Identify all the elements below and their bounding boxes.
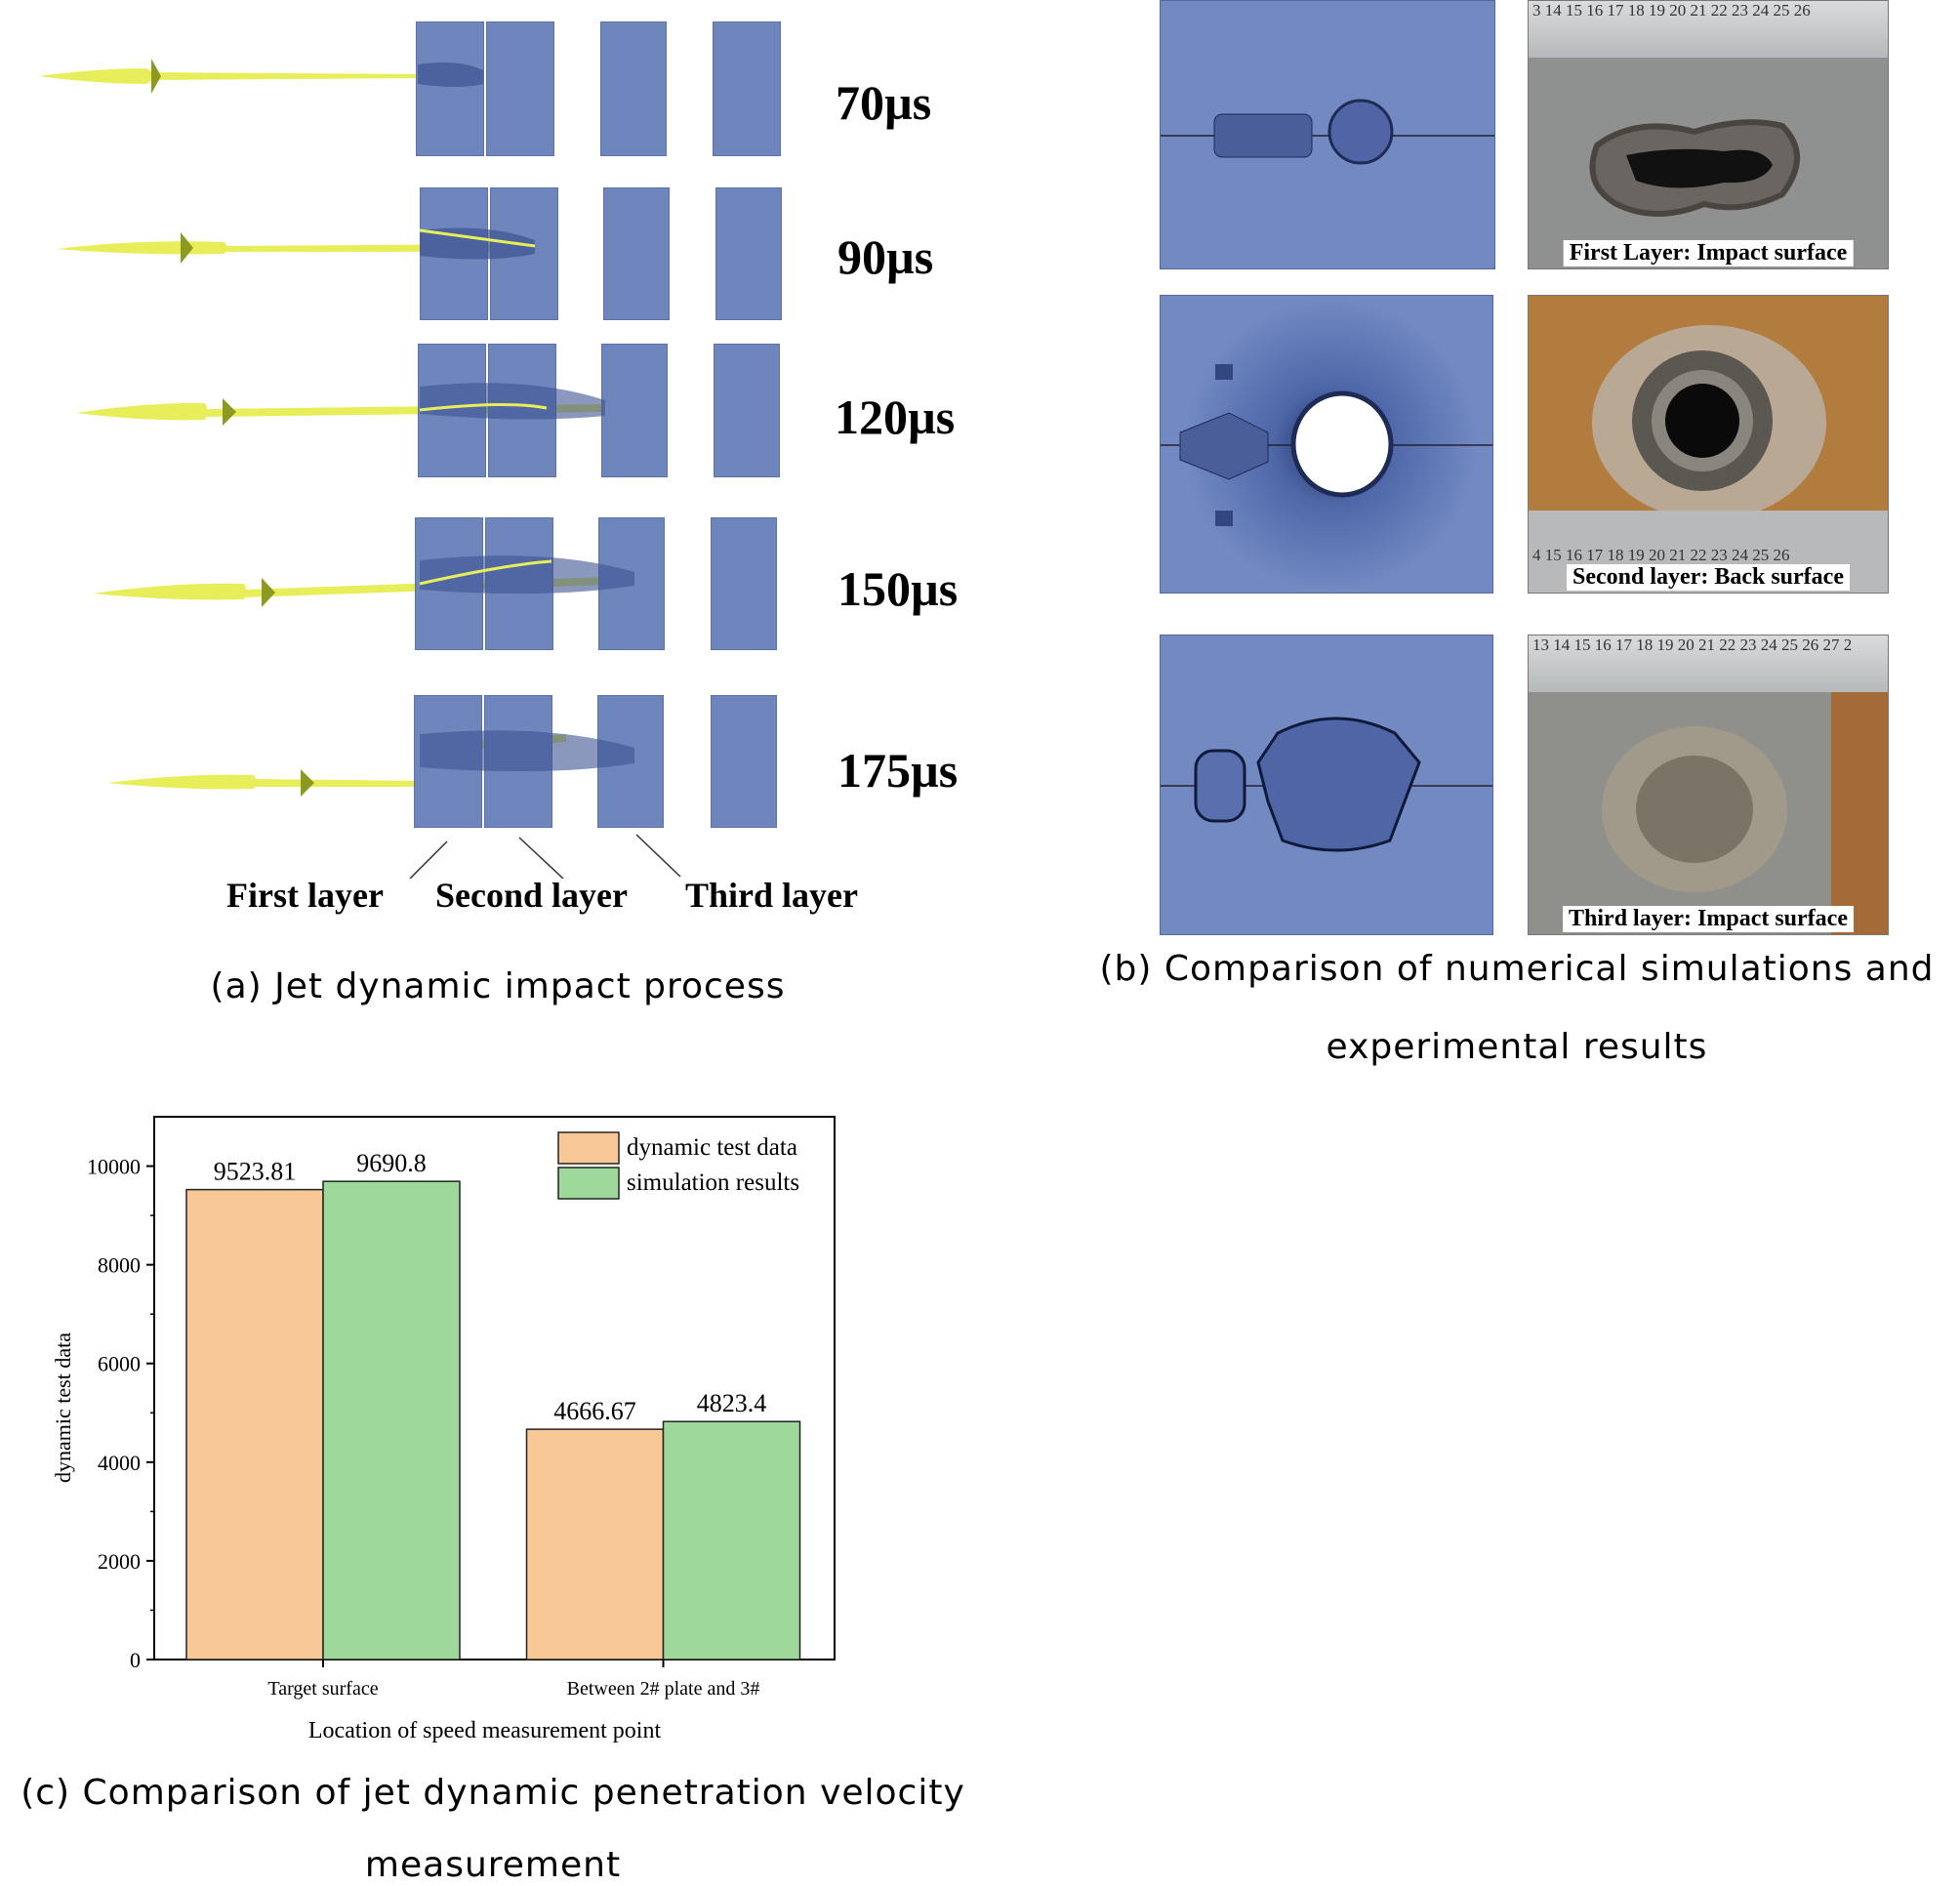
bar bbox=[322, 1180, 461, 1660]
x-axis-label: Location of speed measurement point bbox=[308, 1718, 662, 1743]
plate-third-120us bbox=[601, 344, 668, 477]
time-label-175us: 175µs bbox=[837, 743, 959, 798]
plate-first-120us bbox=[418, 344, 486, 477]
photo-third-layer: 13 14 15 16 17 18 19 20 21 22 23 24 25 2… bbox=[1528, 635, 1889, 935]
simulation-third-layer bbox=[1160, 635, 1493, 935]
plate-fourth-70us bbox=[713, 21, 781, 156]
layer-label-first: First layer bbox=[226, 876, 384, 915]
ruler: 13 14 15 16 17 18 19 20 21 22 23 24 25 2… bbox=[1529, 636, 1888, 692]
caption-panel-b-line1: (b) Comparison of numerical simulations … bbox=[1099, 949, 1935, 989]
y-tick-label: 6000 bbox=[98, 1352, 141, 1376]
caption-panel-c-line2: measurement bbox=[364, 1845, 622, 1885]
plate-fourth-120us bbox=[714, 344, 780, 477]
plate-first-175us bbox=[414, 695, 482, 828]
plate-second-150us bbox=[485, 517, 553, 650]
bar bbox=[525, 1428, 665, 1660]
plate-fourth-175us bbox=[711, 695, 777, 828]
caption-panel-a: (a) Jet dynamic impact process bbox=[210, 966, 786, 1006]
ruler: 3 14 15 16 17 18 19 20 21 22 23 24 25 26 bbox=[1529, 1, 1888, 58]
y-tick-label: 10000 bbox=[87, 1155, 141, 1179]
time-label-150us: 150µs bbox=[837, 561, 959, 616]
y-tick-label: 4000 bbox=[98, 1451, 141, 1475]
bar bbox=[662, 1420, 801, 1660]
caption-panel-c-line1: (c) Comparison of jet dynamic penetratio… bbox=[20, 1773, 965, 1813]
y-tick-label: 0 bbox=[130, 1648, 141, 1672]
photo-label-first-layer: First Layer: Impact surface bbox=[1563, 240, 1854, 266]
data-label: 4666.67 bbox=[553, 1397, 636, 1425]
layer-label-third: Third layer bbox=[685, 876, 858, 915]
simulation-first-layer bbox=[1160, 0, 1495, 269]
time-label-70us: 70µs bbox=[836, 75, 932, 130]
x-tick-label: Target surface bbox=[267, 1678, 378, 1700]
legend-entry: dynamic test data bbox=[627, 1134, 797, 1161]
y-tick-label: 8000 bbox=[98, 1253, 141, 1278]
data-label: 4823.4 bbox=[697, 1389, 767, 1417]
layer-label-second: Second layer bbox=[435, 876, 628, 915]
plot-frame bbox=[153, 1116, 836, 1660]
ruler: 4 15 16 17 18 19 20 21 22 23 24 25 26 bbox=[1532, 546, 1790, 564]
data-label: 9523.81 bbox=[214, 1158, 297, 1186]
plate-third-70us bbox=[600, 21, 667, 156]
y-tick-label: 2000 bbox=[98, 1549, 141, 1574]
plate-first-70us bbox=[416, 21, 484, 156]
photo-first-layer: 3 14 15 16 17 18 19 20 21 22 23 24 25 26… bbox=[1528, 0, 1889, 269]
photo-second-layer: 4 15 16 17 18 19 20 21 22 23 24 25 26 Se… bbox=[1528, 295, 1889, 594]
time-label-120us: 120µs bbox=[835, 390, 956, 444]
plate-second-120us bbox=[488, 344, 556, 477]
legend-swatch bbox=[557, 1131, 620, 1165]
data-label: 9690.8 bbox=[356, 1149, 427, 1177]
plate-third-90us bbox=[603, 187, 670, 320]
plate-first-150us bbox=[415, 517, 483, 650]
photo-label-second-layer: Second layer: Back surface bbox=[1567, 564, 1850, 591]
plate-third-150us bbox=[598, 517, 665, 650]
plate-first-90us bbox=[420, 187, 488, 320]
plate-third-175us bbox=[597, 695, 664, 828]
simulation-second-layer bbox=[1160, 295, 1493, 594]
bar bbox=[185, 1188, 324, 1660]
plate-second-70us bbox=[486, 21, 554, 156]
bar-chart: 0 2000 4000 6000 8000 10000 9523.81 9690.8Targe… bbox=[51, 1116, 836, 1743]
y-axis-label: dynamic test data bbox=[51, 1332, 75, 1483]
legend-entry: simulation results bbox=[627, 1169, 799, 1196]
plate-second-175us bbox=[484, 695, 552, 828]
photo-label-third-layer: Third layer: Impact surface bbox=[1563, 906, 1854, 932]
plate-second-90us bbox=[490, 187, 558, 320]
plate-fourth-150us bbox=[711, 517, 777, 650]
time-label-90us: 90µs bbox=[837, 229, 934, 284]
jet-row-70us bbox=[39, 59, 420, 94]
caption-panel-b-line2: experimental results bbox=[1326, 1027, 1708, 1067]
x-tick-label: Between 2# plate and 3# bbox=[567, 1678, 760, 1700]
plate-fourth-90us bbox=[715, 187, 782, 320]
legend-swatch bbox=[557, 1167, 620, 1200]
